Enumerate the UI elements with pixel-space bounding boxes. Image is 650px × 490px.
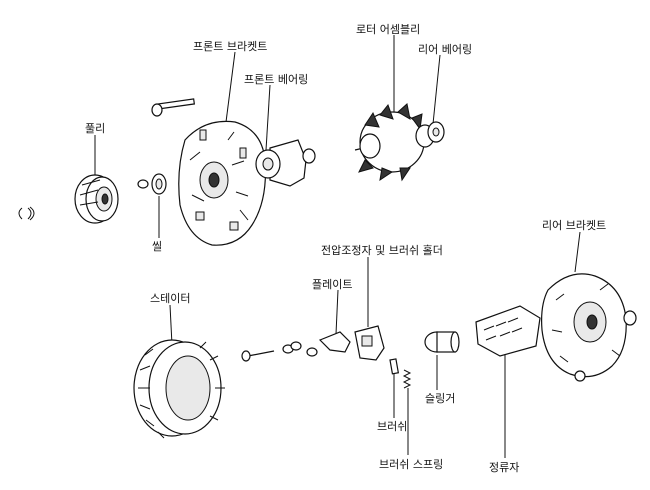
brush [389,358,400,375]
snap-ring [18,206,35,221]
label-brush-spring: 브러쉬 스프링 [379,458,444,471]
leader-lines [94,35,581,458]
label-pulley: 풀리 [85,122,106,135]
label-stator: 스테이터 [150,292,191,305]
front-bearing [255,139,316,187]
bolt-top [151,98,196,117]
front-bracket [178,120,267,246]
stator [133,339,225,439]
label-slinger: 슬링거 [425,392,456,405]
seal [137,173,167,195]
rotor-assembly [354,103,445,182]
label-plate: 플레이트 [312,278,353,291]
label-seal: 씰 [152,240,163,253]
label-rear-bracket: 리어 브라켓트 [542,219,607,232]
label-front-bracket: 프론트 브라켓트 [193,40,268,53]
rear-bracket [541,273,637,382]
rectifier [475,305,541,357]
label-rear-bearing: 리어 베어링 [418,43,473,56]
label-rectifier: 정류자 [489,461,520,474]
brush-spring [402,369,412,389]
bolt-and-screws [241,341,318,362]
pulley [74,174,119,224]
label-regulator-brush-holder: 전압조정자 및 브러쉬 홀더 [321,244,443,257]
label-brush: 브러쉬 [377,420,408,433]
plate [318,331,351,353]
slinger [424,331,460,353]
label-front-bearing: 프론트 베어링 [244,73,309,86]
regulator-brush-holder [354,325,385,361]
label-rotor-assembly: 로터 어셈블리 [356,23,421,36]
